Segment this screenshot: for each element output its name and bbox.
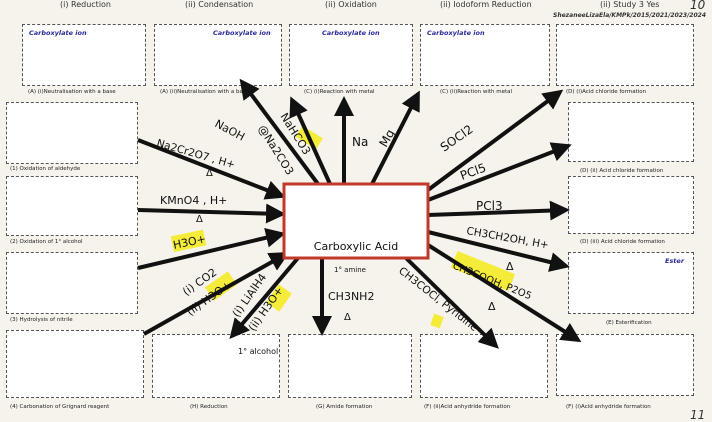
- header-item: (ii) Iodoform Reduction: [440, 0, 532, 9]
- box-label: (D) (ii) Acid chloride formation: [580, 168, 664, 174]
- box-neutralisation-2: Carboxylate ion: [154, 24, 282, 86]
- box-label: (C) (i)Reaction with metal: [304, 89, 375, 95]
- reagent-socl2: SOCl2: [438, 122, 476, 154]
- box-oxidation-alcohol: [6, 176, 138, 236]
- reagent-delta-5: Δ: [344, 312, 351, 323]
- box-esterification: Ester: [568, 252, 694, 314]
- box-acid-chloride-2: [568, 102, 694, 162]
- box-label: (2) Oxidation of 1° alcohol: [10, 239, 83, 245]
- box-label: (A) (ii)Neutralisation with a base: [160, 89, 250, 95]
- center-title: Carboxylic Acid: [314, 240, 398, 253]
- box-label: (G) Amide formation: [316, 404, 373, 410]
- box-amide: [288, 334, 412, 398]
- reagent-delta-3: Δ: [206, 168, 213, 179]
- box-label: (F) (i)Acid anhydride formation: [566, 404, 651, 410]
- box-note: Carboxylate ion: [213, 29, 271, 37]
- highlight-mark: [430, 313, 444, 329]
- arrow-ch3cocl: [404, 256, 499, 349]
- box-label: (D) (i)Acid chloride formation: [566, 89, 647, 95]
- arrow-socl2: [426, 89, 564, 192]
- reagent-delta-1: Δ: [506, 260, 514, 273]
- highlight-h3o-1: [170, 229, 207, 253]
- reagent-naoh: NaOH: [213, 117, 247, 143]
- box-hydrolysis-nitrile: [6, 252, 138, 314]
- reagent-kmno4: KMnO4 , H+: [160, 194, 227, 207]
- box-oxidation-aldehyde: [6, 102, 138, 164]
- box-metal-1: Carboxylate ion: [289, 24, 413, 86]
- box-label: (E) Esterification: [606, 320, 652, 326]
- reagent-mg: Mg: [376, 127, 397, 150]
- reagent-amine-label: 1° amine: [334, 266, 366, 274]
- box-acid-chloride-1: [556, 24, 694, 86]
- page-number-top: 10: [690, 0, 706, 12]
- arrow-reduction: [229, 256, 300, 340]
- arrow-alcohol: [137, 203, 286, 224]
- box-label: (3) Hydrolysis of nitrile: [10, 317, 73, 323]
- arrow-mg: [370, 90, 420, 185]
- box-neutralisation-1: Carboxylate ion: [22, 24, 146, 86]
- box-label: (C) (ii)Reaction with metal: [440, 89, 513, 95]
- arrow-aldehyde: [137, 138, 286, 200]
- box-label: (H) Reduction: [190, 404, 228, 410]
- reagent-ethanol: CH3CH2OH, H+: [465, 225, 549, 251]
- page-number-bottom: 11: [690, 408, 706, 422]
- attribution: ShezaneeLizaEla/KMPk/2015/2021/2023/2024: [553, 12, 706, 19]
- box-acid-chloride-3: [568, 176, 694, 234]
- highlight-h3o-3: [266, 284, 292, 312]
- box-label: (D) (iii) Acid chloride formation: [580, 239, 665, 245]
- header-item: (ii) Condensation: [185, 0, 254, 9]
- box-label: (F) (ii)Acid anhydride formation: [424, 404, 511, 410]
- arrow-nitrile: [137, 227, 286, 270]
- center-box: [282, 182, 430, 260]
- reagent-dichromate: Na2Cr2O7 , H+: [155, 137, 236, 171]
- arrow-pcl5: [427, 142, 572, 202]
- box-anhydride-1: [556, 334, 694, 396]
- arrow-naoh: [239, 78, 320, 186]
- arrow-nahco3: [289, 96, 332, 185]
- box-label: (4) Carbonation of Grignard reagent: [10, 404, 110, 410]
- box-note: Carboxylate ion: [29, 29, 87, 37]
- box-note: Carboxylate ion: [322, 29, 380, 37]
- box-metal-2: Carboxylate ion: [420, 24, 550, 86]
- reagent-alcohol: 1° alcohol: [238, 347, 278, 356]
- header-item: (ii) Oxidation: [325, 0, 377, 9]
- box-note: Ester: [665, 257, 685, 265]
- arrow-pcl3: [427, 200, 570, 221]
- box-label: (A) (i)Neutralisation with a base: [28, 89, 116, 95]
- header-row: (i) Reduction (ii) Condensation (ii) Oxi…: [0, 0, 712, 14]
- box-grignard: [6, 330, 144, 398]
- reagent-delta-4: Δ: [196, 214, 203, 225]
- header-item: (ii) Study 3 Yes: [600, 0, 660, 9]
- box-label: (1) Oxidation of aldehyde: [10, 166, 81, 172]
- arrow-grignard: [143, 252, 290, 336]
- box-reduction: [152, 334, 280, 398]
- arrow-acetic: [426, 243, 582, 343]
- header-item: (i) Reduction: [60, 0, 111, 9]
- reagent-na: Na: [352, 135, 368, 149]
- reagent-pcl3: PCl3: [476, 199, 503, 213]
- box-note: Carboxylate ion: [427, 29, 485, 37]
- reagent-amine: CH3NH2: [328, 290, 374, 303]
- reagent-delta-2: Δ: [488, 300, 496, 313]
- highlight-acetic: [450, 251, 516, 291]
- arrow-ethanol: [427, 230, 570, 272]
